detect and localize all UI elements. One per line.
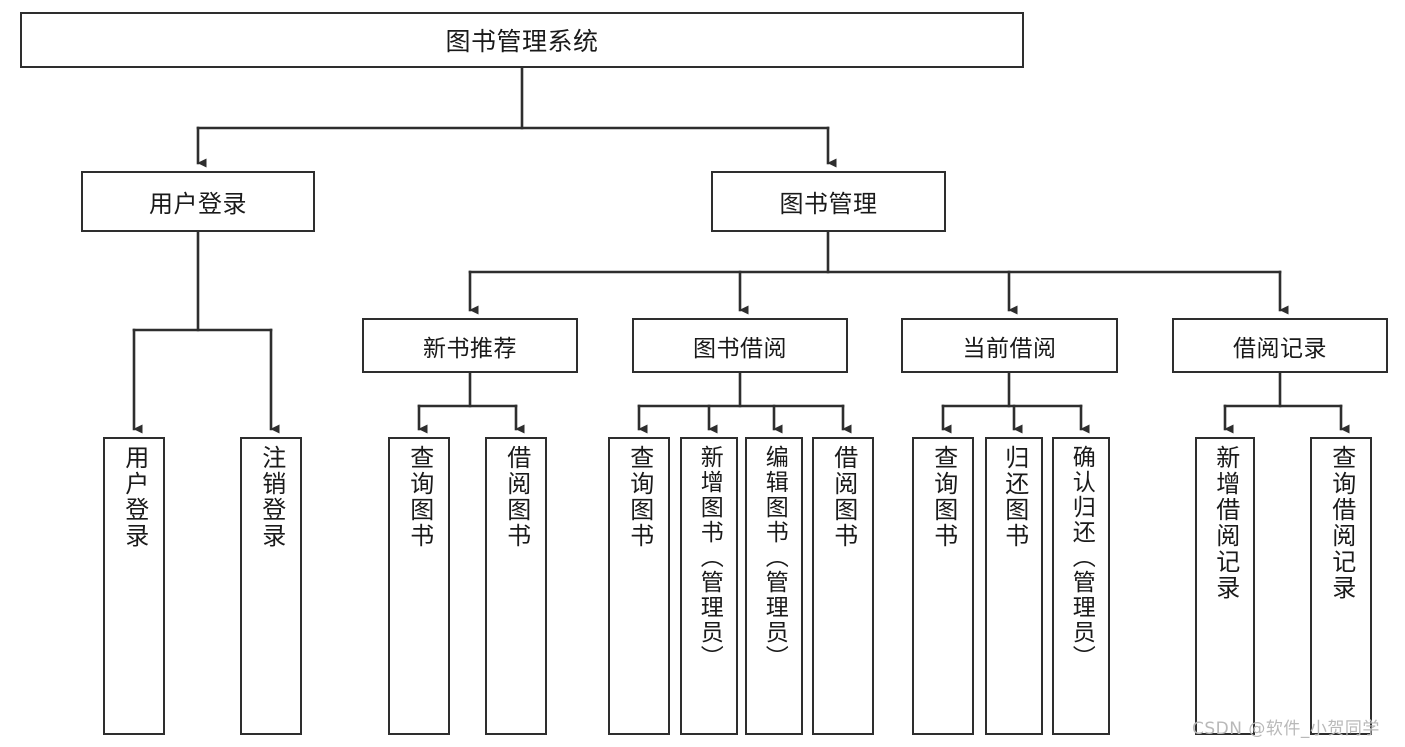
node-add-borrow-record[interactable]: 新增借阅记录 <box>1195 437 1255 735</box>
connector-group-current-borrow <box>941 371 1090 434</box>
node-confirm-return-admin[interactable]: 确认归还（管理员） <box>1052 437 1110 735</box>
node-label: 确认归还（管理员） <box>1068 445 1095 670</box>
node-add-book-admin[interactable]: 新增图书（管理员） <box>680 437 738 735</box>
node-label: 图书管理 <box>779 190 878 218</box>
node-root-system[interactable]: 图书管理系统 <box>20 12 1024 68</box>
node-borrow-record[interactable]: 借阅记录 <box>1172 318 1388 373</box>
connector-group-book-management <box>468 230 1289 315</box>
node-label: 注销登录 <box>257 445 286 549</box>
node-label: 新书推荐 <box>423 335 517 362</box>
node-borrow-book-recommend[interactable]: 借阅图书 <box>485 437 547 735</box>
csdn-watermark: CSDN @软件_小贺同学 <box>1192 719 1380 739</box>
node-query-borrow-record[interactable]: 查询借阅记录 <box>1310 437 1372 735</box>
connector-group-book-borrow <box>637 371 852 434</box>
node-current-borrow[interactable]: 当前借阅 <box>901 318 1118 373</box>
node-edit-book-admin[interactable]: 编辑图书（管理员） <box>745 437 803 735</box>
node-query-book-recommend[interactable]: 查询图书 <box>388 437 450 735</box>
node-borrow-book-action[interactable]: 借阅图书 <box>812 437 874 735</box>
connector-group-new-book-recommend <box>417 371 525 434</box>
node-return-book[interactable]: 归还图书 <box>985 437 1043 735</box>
node-query-book-borrow[interactable]: 查询图书 <box>608 437 670 735</box>
node-label: 查询图书 <box>929 445 958 549</box>
node-new-book-recommend[interactable]: 新书推荐 <box>362 318 578 373</box>
node-label: 编辑图书（管理员） <box>761 445 788 670</box>
node-query-book-current[interactable]: 查询图书 <box>912 437 974 735</box>
node-label: 用户登录 <box>120 445 149 549</box>
node-label: 归还图书 <box>1000 445 1029 549</box>
connector-group-root <box>196 66 837 168</box>
node-label: 查询借阅记录 <box>1327 445 1356 601</box>
connector-group-user-login <box>132 230 280 434</box>
node-label: 新增图书（管理员） <box>696 445 723 670</box>
node-label: 借阅图书 <box>829 445 858 549</box>
node-book-management[interactable]: 图书管理 <box>711 171 946 232</box>
node-label: 查询图书 <box>405 445 434 549</box>
node-label: 查询图书 <box>625 445 654 549</box>
node-book-borrow[interactable]: 图书借阅 <box>632 318 848 373</box>
node-label: 借阅记录 <box>1233 335 1327 362</box>
node-user-login[interactable]: 用户登录 <box>81 171 315 232</box>
node-label: 图书借阅 <box>693 335 787 362</box>
node-user-login-action[interactable]: 用户登录 <box>103 437 165 735</box>
node-user-logout-action[interactable]: 注销登录 <box>240 437 302 735</box>
node-label: 借阅图书 <box>502 445 531 549</box>
node-label: 当前借阅 <box>962 335 1057 362</box>
node-label: 新增借阅记录 <box>1211 445 1240 601</box>
connector-group-borrow-record <box>1223 371 1350 434</box>
node-label: 用户登录 <box>149 190 247 218</box>
node-label: 图书管理系统 <box>445 27 599 56</box>
